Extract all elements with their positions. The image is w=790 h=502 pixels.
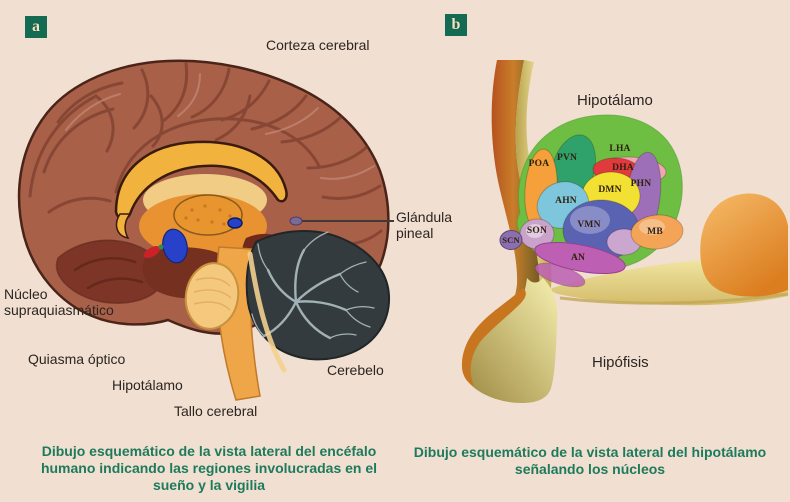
panel-a-badge: a bbox=[25, 16, 47, 38]
panel-b-hypothalamus bbox=[461, 60, 789, 403]
label-nucleus-vmn: VMN bbox=[577, 220, 601, 230]
cerebellum-shape bbox=[245, 230, 391, 361]
label-cerebelo: Cerebelo bbox=[327, 362, 384, 378]
label-corteza-cerebral: Corteza cerebral bbox=[266, 37, 370, 53]
label-nucleus-pvn: PVN bbox=[556, 153, 578, 163]
label-nucleus-dha: DHA bbox=[612, 163, 634, 173]
son-highlight bbox=[526, 224, 544, 238]
fourth-ventricle-strip bbox=[247, 251, 287, 373]
thalamus-speckles bbox=[184, 204, 232, 226]
panel-b-caption: Dibujo esquemático de la vista lateral d… bbox=[413, 444, 767, 478]
panel-b-badge: b bbox=[445, 14, 467, 36]
vmn-highlight bbox=[570, 206, 610, 234]
gyri-lines bbox=[28, 62, 383, 258]
pons-striations bbox=[193, 277, 232, 311]
pineal-region-blue-shape bbox=[227, 217, 243, 229]
scn-green-dot bbox=[158, 244, 164, 250]
label-glandula-pineal: Glándula pineal bbox=[396, 209, 453, 241]
corpus-callosum-shape bbox=[114, 140, 288, 221]
pituitary-orange-rim bbox=[461, 288, 526, 386]
pineal-gland-shape bbox=[289, 216, 303, 226]
mb-highlight bbox=[639, 219, 665, 235]
label-nucleus-son: SON bbox=[526, 226, 548, 236]
orange-mass-shape bbox=[700, 193, 788, 297]
horn-under-shade bbox=[559, 292, 789, 305]
hypothalamus-blue-shape bbox=[162, 228, 188, 264]
label-hipotalamo-a: Hipotálamo bbox=[112, 377, 183, 393]
label-nucleus-mb: MB bbox=[647, 227, 663, 237]
lamina-brown-band bbox=[491, 60, 540, 322]
panel-a-caption: Dibujo esquemático de la vista lateral d… bbox=[40, 443, 378, 494]
limbic-folds bbox=[73, 257, 144, 290]
label-tallo-cerebral: Tallo cerebral bbox=[174, 403, 258, 419]
nuclei-shapes bbox=[499, 134, 684, 288]
glandula-pineal-leader-line bbox=[302, 220, 394, 222]
mb-shape bbox=[630, 214, 684, 250]
panel-a-brain bbox=[17, 59, 391, 401]
label-quiasma-optico: Quiasma óptico bbox=[28, 351, 126, 367]
label-hipotalamo-b: Hipotálamo bbox=[577, 92, 653, 109]
label-nucleus-scn: SCN bbox=[502, 235, 520, 245]
thalamus-shape bbox=[173, 194, 243, 236]
pituitary-shape bbox=[462, 278, 558, 403]
scn-shape bbox=[499, 229, 523, 251]
label-nucleus-ahn: AHN bbox=[555, 196, 577, 206]
an-shape bbox=[534, 242, 626, 274]
label-nucleus-dmn: DMN bbox=[598, 185, 622, 195]
label-nucleus-lha: LHA bbox=[609, 144, 631, 154]
gyri-highlights bbox=[65, 73, 375, 180]
label-nucleus-poa: POA bbox=[528, 159, 550, 169]
label-nucleus-an: AN bbox=[570, 253, 586, 263]
label-nucleo-supraquiasmatico: Núcleo supraquiasmático bbox=[4, 286, 114, 318]
optic-chiasm-red-shape bbox=[143, 246, 161, 258]
corpus-callosum-genu bbox=[115, 213, 132, 240]
label-nucleus-phn: PHN bbox=[630, 179, 652, 189]
label-hipofisis: Hipófisis bbox=[592, 354, 649, 371]
